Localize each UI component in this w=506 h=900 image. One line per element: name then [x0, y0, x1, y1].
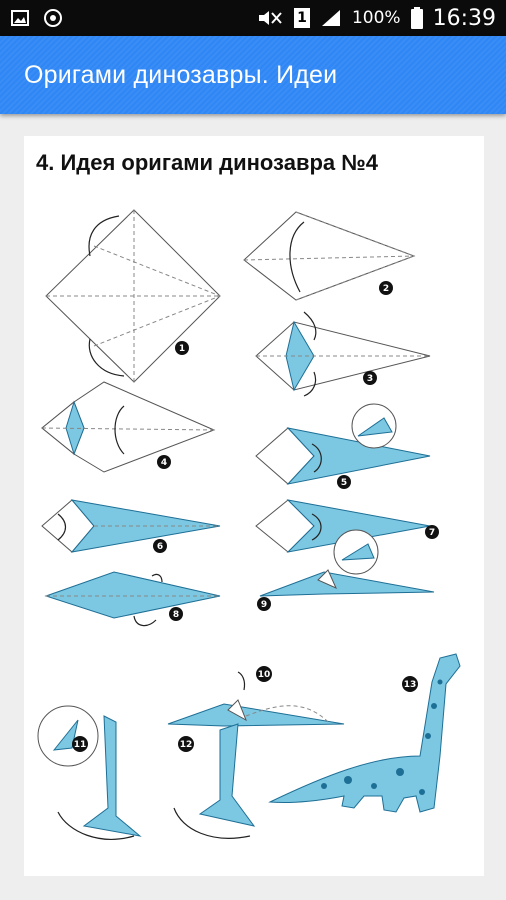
svg-text:5: 5 [341, 478, 347, 488]
step-12-figure [173, 723, 256, 839]
svg-text:8: 8 [173, 610, 179, 620]
signal-icon [321, 10, 340, 26]
step-5-figure [255, 403, 431, 485]
step-8-figure [44, 571, 221, 627]
step-number-11: 11 [72, 736, 88, 752]
status-bar: 1 100% 16:39 [0, 0, 506, 36]
step-number-9: 9 [257, 597, 271, 611]
svg-text:7: 7 [429, 528, 435, 538]
svg-text:4: 4 [161, 458, 167, 468]
step-number-6: 6 [153, 539, 167, 553]
svg-text:12: 12 [180, 740, 193, 750]
step-11-figure [37, 705, 142, 840]
clock: 16:39 [432, 5, 496, 31]
battery-percent: 100% [351, 8, 401, 28]
mute-icon [258, 11, 282, 25]
step-3-figure [255, 311, 431, 397]
svg-text:3: 3 [367, 374, 373, 384]
sim-icon: 1 [293, 8, 310, 28]
step-6-figure [41, 499, 221, 553]
app-bar: Оригами динозавры. Идеи [0, 36, 506, 114]
step-number-13: 13 [402, 676, 418, 692]
origami-instructions-diagram: 1 2 3 4 5 6 7 8 9 10 11 12 13 [37, 209, 461, 840]
step-number-5: 5 [337, 475, 351, 489]
step-number-3: 3 [363, 371, 377, 385]
step-13-figure [268, 653, 461, 813]
step-4-figure [41, 381, 216, 473]
step-number-2: 2 [379, 281, 393, 295]
svg-text:6: 6 [157, 542, 163, 552]
svg-text:10: 10 [258, 670, 271, 680]
battery-icon [410, 7, 423, 29]
sync-icon [44, 9, 62, 27]
step-9-figure [259, 569, 435, 597]
app-title: Оригами динозавры. Идеи [24, 60, 338, 89]
step-10-figure [167, 671, 345, 727]
svg-text:11: 11 [74, 740, 87, 750]
step-number-8: 8 [169, 607, 183, 621]
svg-text:13: 13 [404, 680, 417, 690]
svg-text:2: 2 [383, 284, 389, 294]
gallery-icon [11, 10, 29, 26]
step-1-figure [45, 209, 221, 383]
step-number-10: 10 [256, 666, 272, 682]
step-number-4: 4 [157, 455, 171, 469]
svg-text:9: 9 [261, 600, 267, 610]
content-card: 4. Идея оригами динозавра №4 [24, 136, 484, 876]
step-number-12: 12 [178, 736, 194, 752]
page-title: 4. Идея оригами динозавра №4 [36, 150, 379, 175]
step-number-7: 7 [425, 525, 439, 539]
svg-text:1: 1 [179, 344, 185, 354]
step-2-figure [243, 211, 416, 301]
step-7-figure [255, 499, 431, 575]
step-number-1: 1 [175, 341, 189, 355]
